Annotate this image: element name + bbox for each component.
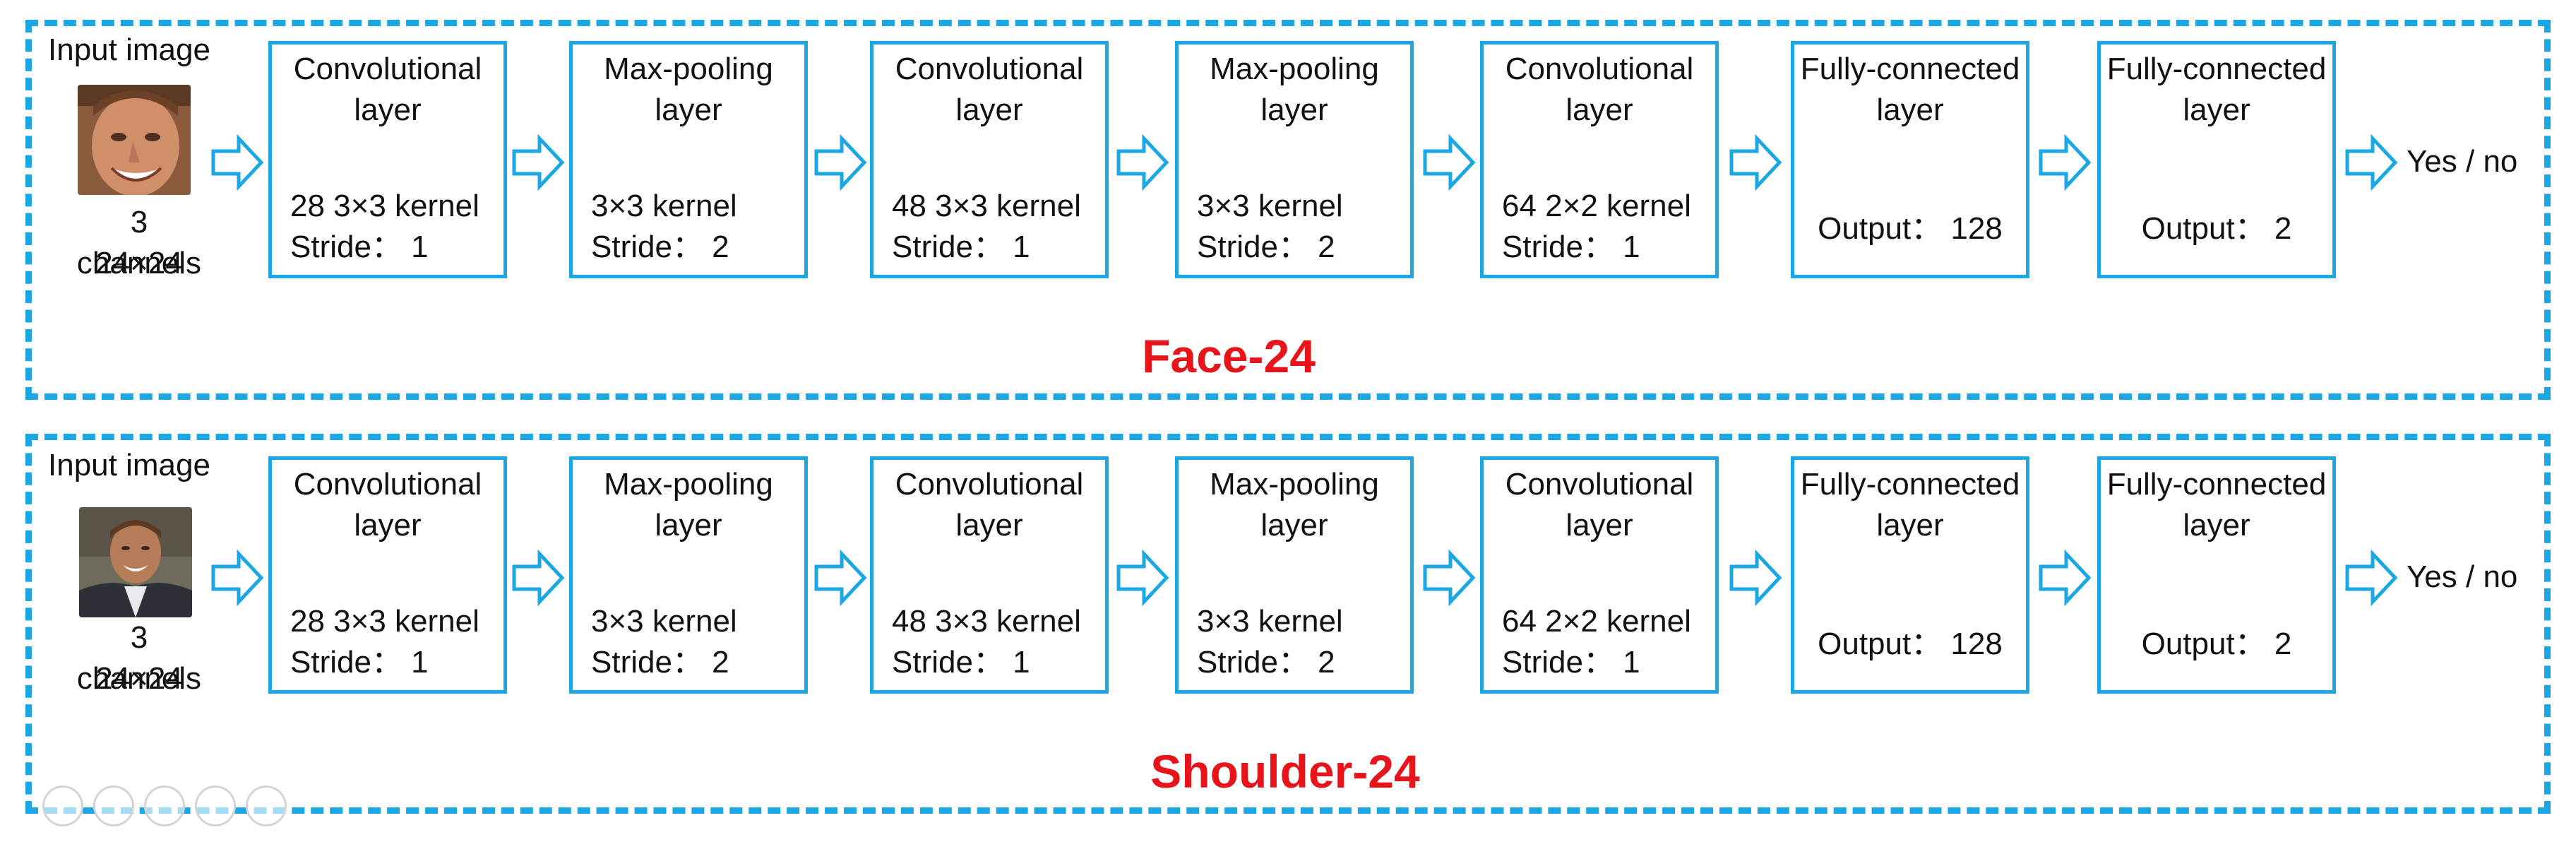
kernel-text: 48 3×3 kernel bbox=[892, 604, 1081, 639]
arrow-icon bbox=[1116, 134, 1169, 191]
stride-text: Stride： 1 bbox=[892, 645, 1030, 680]
pen-icon[interactable] bbox=[93, 785, 134, 826]
stride-text: Stride： 2 bbox=[1197, 645, 1335, 680]
layer-title: Convolutional layer bbox=[293, 52, 482, 127]
fc-layer-2-box: Fully-connected layer Output： 2 bbox=[2097, 456, 2336, 694]
kernel-text: 28 3×3 kernel bbox=[290, 604, 479, 639]
stride-text: Stride： 1 bbox=[1502, 645, 1640, 680]
conv-layer-2-box: Convolutional layer 48 3×3 kernel Stride… bbox=[870, 41, 1109, 278]
kernel-text: 64 2×2 kernel bbox=[1502, 189, 1691, 223]
play-icon[interactable] bbox=[42, 785, 83, 826]
layer-params: 28 3×3 kernel Stride： 1 bbox=[290, 601, 479, 683]
size-label: 24×24 bbox=[95, 246, 183, 280]
channels-label: 3 channels bbox=[76, 620, 202, 696]
arrow-icon bbox=[814, 550, 867, 606]
layer-params: 48 3×3 kernel Stride： 1 bbox=[892, 186, 1081, 268]
size-label: 24×24 bbox=[95, 661, 183, 696]
network-title: Shoulder-24 bbox=[1150, 745, 1420, 797]
maxpool-layer-1-box: Max-pooling layer 3×3 kernel Stride： 2 bbox=[569, 456, 808, 694]
arrow-icon bbox=[2345, 134, 2398, 191]
conv-layer-3-box: Convolutional layer 64 2×2 kernel Stride… bbox=[1480, 456, 1719, 694]
conv-layer-1-box: Convolutional layer 28 3×3 kernel Stride… bbox=[268, 41, 507, 278]
output-text: Output： 2 bbox=[2141, 211, 2292, 246]
layer-title: Fully-connected layer bbox=[2106, 52, 2327, 127]
more-icon[interactable] bbox=[246, 785, 287, 826]
arrow-icon bbox=[2345, 550, 2398, 606]
kernel-text: 3×3 kernel bbox=[591, 604, 737, 639]
layer-title: Convolutional layer bbox=[1505, 52, 1694, 127]
input-image-label: Input image bbox=[48, 448, 210, 482]
layer-title: Max-pooling layer bbox=[1210, 52, 1379, 127]
arrow-icon bbox=[2039, 134, 2092, 191]
kernel-text: 64 2×2 kernel bbox=[1502, 604, 1691, 639]
layer-title: Fully-connected layer bbox=[2106, 467, 2327, 542]
result-label: Yes / no bbox=[2407, 559, 2518, 594]
conv-layer-3-box: Convolutional layer 64 2×2 kernel Stride… bbox=[1480, 41, 1719, 278]
fc-layer-1-box: Fully-connected layer Output： 128 bbox=[1791, 41, 2029, 278]
layer-params: 48 3×3 kernel Stride： 1 bbox=[892, 601, 1081, 683]
face-24-panel bbox=[25, 20, 2551, 400]
layer-params: 64 2×2 kernel Stride： 1 bbox=[1502, 601, 1691, 683]
stride-text: Stride： 1 bbox=[290, 645, 429, 680]
arrow-icon bbox=[211, 134, 264, 191]
arrow-icon bbox=[1423, 134, 1476, 191]
arrow-icon bbox=[211, 550, 264, 606]
slideshow-toolbar bbox=[42, 785, 287, 826]
conv-layer-1-box: Convolutional layer 28 3×3 kernel Stride… bbox=[268, 456, 507, 694]
input-image-label: Input image bbox=[48, 32, 210, 67]
arrow-icon bbox=[1116, 550, 1169, 606]
output-text: Output： 128 bbox=[1818, 627, 2003, 661]
output-text: Output： 2 bbox=[2141, 627, 2292, 661]
fc-layer-1-box: Fully-connected layer Output： 128 bbox=[1791, 456, 2029, 694]
result-label: Yes / no bbox=[2407, 144, 2518, 179]
layer-params: 3×3 kernel Stride： 2 bbox=[591, 186, 737, 268]
layer-params: 3×3 kernel Stride： 2 bbox=[1197, 601, 1343, 683]
stride-text: Stride： 2 bbox=[1197, 230, 1335, 264]
layer-title: Convolutional layer bbox=[293, 467, 482, 542]
stride-text: Stride： 1 bbox=[1502, 230, 1640, 264]
kernel-text: 3×3 kernel bbox=[1197, 189, 1343, 223]
output-text: Output： 128 bbox=[1818, 211, 2003, 246]
zoom-icon[interactable] bbox=[195, 785, 236, 826]
layer-title: Convolutional layer bbox=[1505, 467, 1694, 542]
layer-title: Convolutional layer bbox=[895, 52, 1084, 127]
slides-icon[interactable] bbox=[144, 785, 185, 826]
layer-title: Max-pooling layer bbox=[604, 52, 773, 127]
maxpool-layer-2-box: Max-pooling layer 3×3 kernel Stride： 2 bbox=[1175, 41, 1414, 278]
layer-title: Max-pooling layer bbox=[604, 467, 773, 542]
layer-params: 64 2×2 kernel Stride： 1 bbox=[1502, 186, 1691, 268]
arrow-icon bbox=[814, 134, 867, 191]
layer-params: 28 3×3 kernel Stride： 1 bbox=[290, 186, 479, 268]
stride-text: Stride： 1 bbox=[892, 230, 1030, 264]
fc-layer-2-box: Fully-connected layer Output： 2 bbox=[2097, 41, 2336, 278]
shoulder-24-panel bbox=[25, 434, 2551, 814]
arrow-icon bbox=[512, 134, 565, 191]
arrow-icon bbox=[1729, 550, 1782, 606]
layer-title: Convolutional layer bbox=[895, 467, 1084, 542]
face-photo bbox=[78, 85, 191, 195]
stride-text: Stride： 2 bbox=[591, 645, 729, 680]
kernel-text: 48 3×3 kernel bbox=[892, 189, 1081, 223]
shoulder-photo bbox=[79, 507, 192, 617]
arrow-icon bbox=[512, 550, 565, 606]
kernel-text: 28 3×3 kernel bbox=[290, 189, 479, 223]
conv-layer-2-box: Convolutional layer 48 3×3 kernel Stride… bbox=[870, 456, 1109, 694]
arrow-icon bbox=[1729, 134, 1782, 191]
kernel-text: 3×3 kernel bbox=[1197, 604, 1343, 639]
arrow-icon bbox=[1423, 550, 1476, 606]
maxpool-layer-1-box: Max-pooling layer 3×3 kernel Stride： 2 bbox=[569, 41, 808, 278]
arrow-icon bbox=[2039, 550, 2092, 606]
layer-title: Fully-connected layer bbox=[1800, 467, 2020, 542]
layer-params: 3×3 kernel Stride： 2 bbox=[1197, 186, 1343, 268]
channels-label: 3 channels bbox=[76, 205, 202, 280]
layer-title: Max-pooling layer bbox=[1210, 467, 1379, 542]
kernel-text: 3×3 kernel bbox=[591, 189, 737, 223]
layer-title: Fully-connected layer bbox=[1800, 52, 2020, 127]
stride-text: Stride： 2 bbox=[591, 230, 729, 264]
stride-text: Stride： 1 bbox=[290, 230, 429, 264]
network-title: Face-24 bbox=[1142, 330, 1316, 382]
layer-params: 3×3 kernel Stride： 2 bbox=[591, 601, 737, 683]
maxpool-layer-2-box: Max-pooling layer 3×3 kernel Stride： 2 bbox=[1175, 456, 1414, 694]
